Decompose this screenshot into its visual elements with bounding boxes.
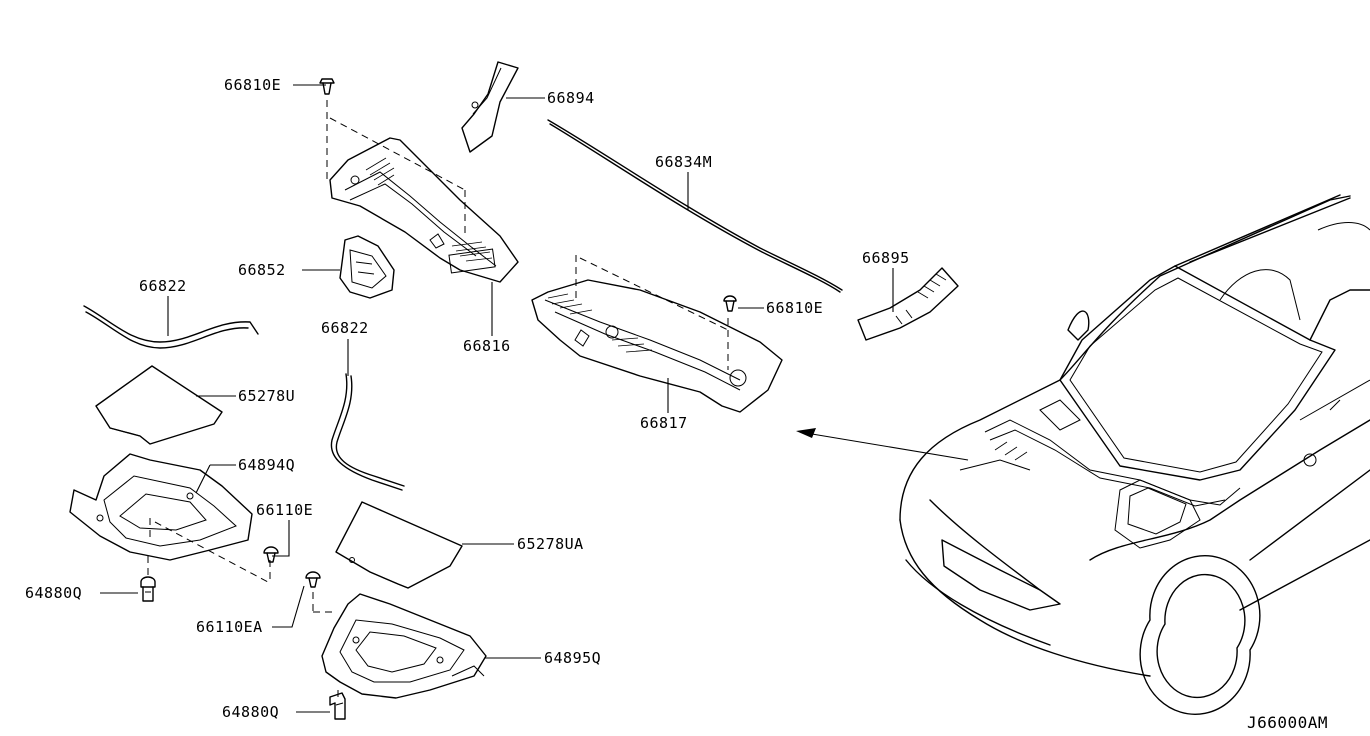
callout-66810e-right: 66810E <box>766 299 823 317</box>
callout-labels: 66810E 66894 66834M 66852 66822 66816 66… <box>25 76 1328 732</box>
callout-66895: 66895 <box>862 249 910 267</box>
clip-66810e-top <box>319 78 335 95</box>
clip-66110e <box>263 546 279 563</box>
cowl-top-66817 <box>531 279 783 413</box>
seal-66822-upper <box>83 305 259 349</box>
bracket-64880q-left <box>140 576 156 602</box>
callout-64880q-left: 64880Q <box>25 584 82 602</box>
cowl-top-66816 <box>329 137 519 283</box>
drain-panel-64895q <box>321 593 487 699</box>
callout-65278ua: 65278UA <box>517 535 584 553</box>
callout-64880q-bottom: 64880Q <box>222 703 279 721</box>
callout-66817: 66817 <box>640 414 688 432</box>
assembly-dashed-lines <box>147 100 729 700</box>
bracket-64880q-bottom <box>329 692 346 720</box>
vehicle-outline <box>899 194 1370 715</box>
clip-66110ea <box>305 571 321 588</box>
callout-66894: 66894 <box>547 89 595 107</box>
seal-66895 <box>857 267 959 341</box>
diagram-code: J66000AM <box>1247 713 1328 732</box>
callout-66852: 66852 <box>238 261 286 279</box>
callout-66810e-top: 66810E <box>224 76 281 94</box>
callout-66110e: 66110E <box>256 501 313 519</box>
leader-lines <box>100 84 894 713</box>
clip-66810e-right <box>723 295 737 312</box>
callout-65278u: 65278U <box>238 387 295 405</box>
callout-66834m: 66834M <box>655 153 712 171</box>
callout-66816: 66816 <box>463 337 511 355</box>
insulator-65278u <box>95 365 223 445</box>
callout-66822-lower: 66822 <box>321 319 369 337</box>
drain-panel-64894q <box>69 453 253 561</box>
location-arrow <box>796 428 969 461</box>
callout-66822-upper: 66822 <box>139 277 187 295</box>
callout-64895q: 64895Q <box>544 649 601 667</box>
callout-66110ea: 66110EA <box>196 618 263 636</box>
insulator-65278ua <box>335 501 463 589</box>
seal-66822-lower <box>330 373 405 491</box>
cover-66852 <box>339 235 395 299</box>
callout-64894q: 64894Q <box>238 456 295 474</box>
seal-66894 <box>461 61 519 153</box>
seal-strip-66834m <box>547 119 843 293</box>
